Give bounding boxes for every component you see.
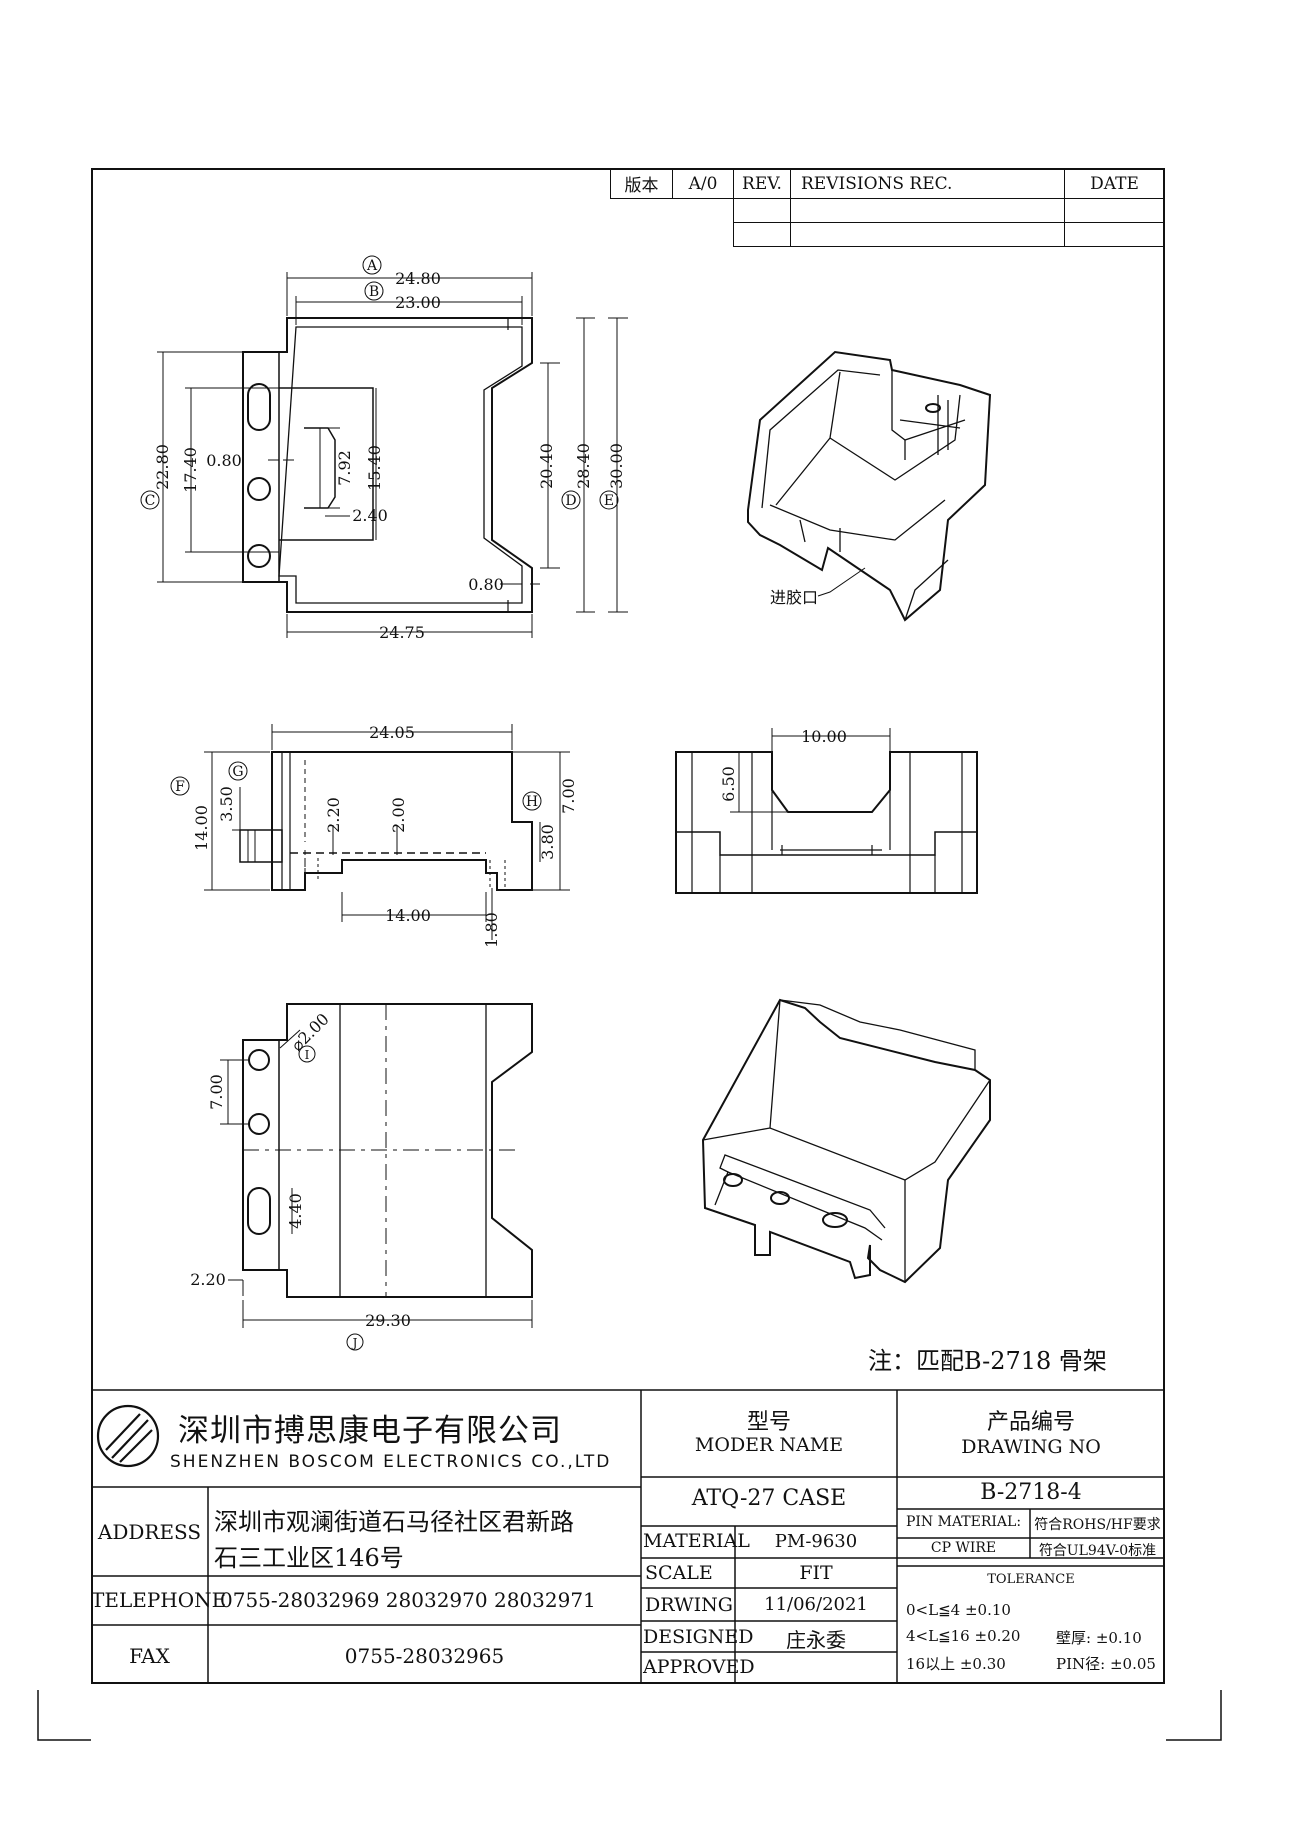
- dim-7-92: 7.92: [335, 450, 354, 486]
- material-label: MATERIAL: [643, 1530, 750, 1552]
- dim-2-20-side: 2.20: [324, 797, 343, 833]
- front-view-dimension-lines: [730, 728, 891, 813]
- iso-bottom-outline: [701, 998, 991, 1284]
- dim-J-value: 29.30: [365, 1311, 411, 1330]
- dim-15-40: 15.40: [365, 445, 384, 491]
- dim-D-mark: D: [565, 493, 576, 509]
- dim-E-value: 30.00: [607, 443, 626, 489]
- cp-wire-label: CP WIRE: [930, 1540, 997, 1556]
- drawing-no-value: B-2718-4: [980, 1480, 1082, 1505]
- front-view-outline: [675, 751, 978, 894]
- revisions-label: REVISIONS REC.: [790, 168, 1065, 199]
- tolerance-label: TOLERANCE: [987, 1572, 1075, 1587]
- drawing-no-label-en: DRAWING NO: [961, 1436, 1101, 1458]
- dim-G-value: 3.50: [217, 786, 236, 822]
- dim-E-mark: E: [604, 493, 614, 509]
- scale-label: SCALE: [645, 1562, 713, 1584]
- dim-J-mark: J: [351, 1336, 358, 1350]
- rev-label: REV.: [733, 168, 791, 199]
- bottom-view: ⌀2.00 I 7.00 4.40 2.20 29.30 J: [190, 1003, 533, 1351]
- scale-value: FIT: [799, 1562, 833, 1584]
- company-name-en: SHENZHEN BOSCOM ELECTRONICS CO.,LTD: [170, 1452, 612, 1472]
- dim-C-value: 22.80: [153, 444, 172, 490]
- version-label: 版本: [610, 168, 673, 199]
- tolerance-row-2: 4<L≦16 ±0.20: [906, 1627, 1021, 1645]
- dim-0-80-right: 0.80: [468, 575, 504, 594]
- company-logo: [96, 1404, 160, 1468]
- dim-F-mark: F: [175, 779, 185, 795]
- drawing-no-label-cn: 产品编号: [986, 1410, 1075, 1435]
- dim-7-00-bottom: 7.00: [207, 1074, 226, 1110]
- dim-24-75: 24.75: [379, 623, 425, 642]
- note: 注：匹配B-2718 骨架: [868, 1347, 1107, 1375]
- iso-top-outline: [747, 350, 992, 622]
- cp-wire-value: 符合UL94V-0标准: [1038, 1543, 1157, 1559]
- dim-B-mark: B: [369, 284, 379, 300]
- dim-4-40: 4.40: [286, 1193, 305, 1229]
- material-value: PM-9630: [774, 1531, 858, 1552]
- model-label-cn: 型号: [746, 1410, 791, 1435]
- dim-G-mark: G: [232, 764, 243, 780]
- dim-2-00-side: 2.00: [389, 797, 408, 833]
- bottom-view-outline: [242, 1003, 533, 1298]
- address-label: ADDRESS: [97, 1520, 202, 1544]
- telephone-label: TELEPHONE: [91, 1588, 227, 1612]
- dim-C-mark: C: [145, 493, 156, 509]
- iso-view-top: 进胶口: [747, 350, 992, 622]
- dim-2-20-bottom: 2.20: [190, 1270, 226, 1289]
- drawing-date: 11/06/2021: [764, 1594, 868, 1615]
- dim-D-value: 28.40: [574, 443, 593, 489]
- tolerance-row-3: 16以上 ±0.30: [906, 1655, 1006, 1673]
- model-value: ATQ-27 CASE: [691, 1486, 847, 1511]
- dim-F-value: 14.00: [192, 805, 211, 851]
- side-view-dimension-lines: [204, 724, 570, 940]
- dim-I-mark: I: [305, 1048, 310, 1062]
- tolerance-row-1: 0<L≦4 ±0.10: [906, 1601, 1011, 1619]
- side-view: 24.05 F 14.00 G 3.50 2.20 2.00 H 7.00 3.…: [170, 723, 578, 948]
- address-line2: 石三工业区146号: [214, 1544, 404, 1572]
- dim-0-80-left: 0.80: [206, 451, 242, 470]
- front-view: 10.00 6.50: [675, 727, 978, 894]
- bottom-view-dimension-lines: [220, 1029, 533, 1328]
- address-line1: 深圳市观澜街道石马径社区君新路: [214, 1508, 574, 1536]
- dim-A-value: 24.80: [395, 269, 441, 288]
- dim-14-00-bottom: 14.00: [385, 906, 431, 925]
- approved-label: APPROVED: [643, 1656, 755, 1678]
- dim-B-value: 23.00: [395, 293, 441, 312]
- pin-material-label: PIN MATERIAL:: [905, 1514, 1022, 1530]
- top-view: A 24.80 B 23.00 C 22.80 17.40 0.80 7.92 …: [140, 255, 628, 642]
- dim-17-40: 17.40: [181, 447, 200, 493]
- designed-value: 庄永委: [786, 1628, 846, 1652]
- fax-label: FAX: [129, 1644, 170, 1668]
- wall-thickness-tolerance: 壁厚: ±0.10: [1056, 1629, 1142, 1647]
- dim-1-80: 1.80: [482, 912, 501, 948]
- fax-value: 0755-28032965: [344, 1644, 505, 1668]
- dim-A-mark: A: [366, 258, 378, 274]
- company-name-cn: 深圳市搏思康电子有限公司: [178, 1413, 562, 1449]
- telephone-value: 0755-28032969 28032970 28032971: [220, 1588, 596, 1612]
- dim-24-05: 24.05: [369, 723, 415, 742]
- dim-H-mark: H: [526, 794, 538, 810]
- dim-2-40: 2.40: [352, 506, 388, 525]
- dim-H-value: 7.00: [559, 778, 578, 814]
- dim-6-50: 6.50: [719, 766, 738, 802]
- revision-block: 版本 A/0 REV. REVISIONS REC. DATE: [610, 168, 1165, 247]
- top-view-dimension-lines: [157, 272, 628, 638]
- dim-20-40: 20.40: [537, 443, 556, 489]
- designed-label: DESIGNED: [643, 1626, 754, 1648]
- gate-label: 进胶口: [770, 588, 818, 607]
- date-label: DATE: [1064, 168, 1165, 199]
- pin-material-value: 符合ROHS/HF要求: [1034, 1517, 1161, 1533]
- drawing-label: DRWING: [645, 1594, 733, 1616]
- pin-diameter-tolerance: PIN径: ±0.05: [1056, 1655, 1156, 1673]
- dim-10-00: 10.00: [801, 727, 847, 746]
- dim-3-80: 3.80: [538, 824, 557, 860]
- top-view-labels: [140, 255, 619, 510]
- model-label-en: MODER NAME: [694, 1434, 844, 1456]
- iso-view-bottom: [701, 998, 991, 1284]
